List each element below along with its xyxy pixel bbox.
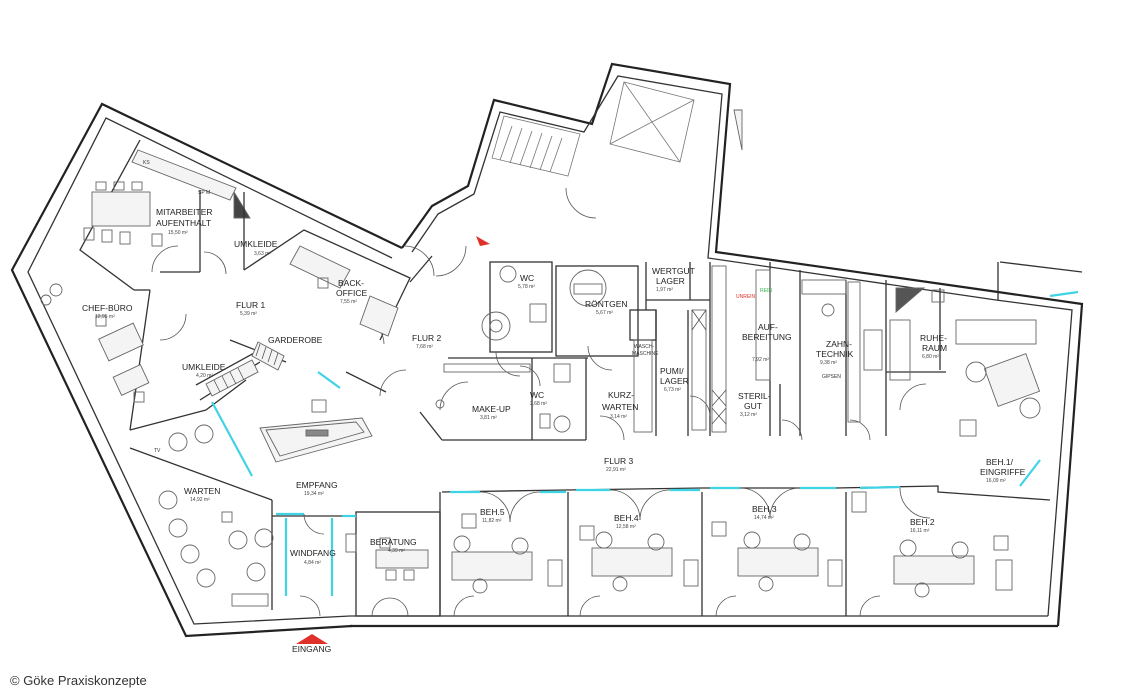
gipsen-label: GIPSEN	[822, 374, 841, 380]
room-kurzwarten-area: 3,14 m²	[610, 414, 627, 420]
dental-chair-beh5	[451, 513, 563, 594]
doors	[151, 187, 931, 617]
room-empfang-label: EMPFANG	[296, 480, 338, 490]
room-wc1-label: WC	[520, 273, 534, 283]
room-backoffice-area: 7,55 m²	[340, 299, 357, 305]
room-beratung-label: BERATUNG	[370, 537, 417, 547]
room-makeup-label: MAKE-UP	[472, 404, 511, 414]
room-chef-area: 12,95 m²	[95, 314, 115, 320]
room-flur2-label: FLUR 2	[412, 333, 442, 343]
room-zahntechnik-label: ZAHN-	[826, 339, 852, 349]
room-aufbereitung-label-2: BEREITUNG	[742, 332, 792, 342]
room-chef-label: CHEF-BÜRO	[82, 303, 133, 313]
ks-label: KS	[143, 160, 150, 166]
room-ruheraum-label-2: RAUM	[922, 343, 947, 353]
room-zahntechnik-label-2: TECHNIK	[816, 349, 854, 359]
room-beh2-label: BEH.2	[910, 517, 935, 527]
room-umkleide-top-area: 3,63 m²	[254, 251, 271, 257]
room-wc1-area: 5,78 m²	[518, 284, 535, 290]
room-wc2-area: 2,68 m²	[530, 401, 547, 407]
room-mitarbeiter-label: MITARBEITER	[156, 207, 213, 217]
room-empfang-area: 19,34 m²	[304, 491, 324, 497]
room-beh1-label: BEH.1/	[986, 457, 1014, 467]
stairwell	[233, 81, 743, 219]
room-warten-label: WARTEN	[184, 486, 220, 496]
room-wertgut-area: 1,97 m²	[656, 287, 673, 293]
room-pumi-area: 6,73 m²	[664, 387, 681, 393]
tv-label: TV	[154, 448, 161, 454]
unrein-label: UNREIN	[736, 294, 756, 300]
room-makeup-area: 3,81 m²	[480, 415, 497, 421]
room-mitarbeiter-area: 15,50 m²	[168, 230, 188, 236]
room-garderobe-label: GARDEROBE	[268, 335, 323, 345]
outer-walls	[10, 62, 1084, 638]
entrance-arrow-icon	[296, 634, 328, 644]
copyright-notice: © Göke Praxiskonzepte	[10, 673, 147, 688]
room-warten-area: 14,92 m²	[190, 497, 210, 503]
north-marker-icon	[476, 236, 490, 246]
room-pumi-label-2: LAGER	[660, 376, 689, 386]
room-flur3-label: FLUR 3	[604, 456, 634, 466]
spm-label: SP M	[198, 190, 210, 196]
room-kurzwarten-label: KURZ-	[608, 390, 634, 400]
room-wertgut-label-2: LAGER	[656, 276, 685, 286]
room-flur2-area: 7,68 m²	[416, 344, 433, 350]
room-umkleide-top-label: UMKLEIDE	[234, 239, 278, 249]
dental-chair-beh4	[579, 525, 699, 592]
room-pumi-label: PUMI/	[660, 366, 684, 376]
room-flur3-area: 22,91 m²	[606, 467, 626, 473]
room-sterilgut-label: STERIL-	[738, 391, 771, 401]
room-sterilgut-label-2: GUT	[744, 401, 762, 411]
room-aufbereitung-label: AUF-	[758, 322, 778, 332]
room-mitarbeiter-label-2: AUFENTHALT	[156, 218, 211, 228]
room-wertgut-label: WERTGUT	[652, 266, 695, 276]
room-umkleide-mid-area: 4,20 m²	[196, 373, 213, 379]
room-roentgen-area: 5,67 m²	[596, 310, 613, 316]
glass-walls	[211, 290, 1079, 596]
room-beh3-label: BEH.3	[752, 504, 777, 514]
room-flur1-label: FLUR 1	[236, 300, 266, 310]
room-backoffice-label-2: OFFICE	[336, 288, 367, 298]
room-beh1-area: 16,09 m²	[986, 478, 1006, 484]
room-backoffice-label: BACK-	[338, 278, 364, 288]
room-aufbereitung-area: 7,92 m²	[752, 357, 769, 363]
dental-chair-beh3	[711, 521, 843, 592]
rein-label: REIN	[760, 288, 772, 294]
furniture	[40, 149, 1041, 607]
waschmaschine-label-2: MASCHINE	[632, 351, 659, 357]
room-windfang-area: 4,84 m²	[304, 560, 321, 566]
dental-chair-beh2	[851, 491, 1013, 598]
room-ruheraum-area: 6,80 m²	[922, 354, 939, 360]
room-windfang-label: WINDFANG	[290, 548, 336, 558]
room-beh4-label: BEH.4	[614, 513, 639, 523]
room-wc2-label: WC	[530, 390, 544, 400]
room-beh1-label-2: EINGRIFFE	[980, 467, 1026, 477]
room-beh2-area: 16,11 m²	[910, 528, 930, 534]
room-beh5-label: BEH.5	[480, 507, 505, 517]
room-roentgen-label: RÖNTGEN	[585, 299, 628, 309]
room-beh4-area: 12,58 m²	[616, 524, 636, 530]
entrance-label: EINGANG	[292, 644, 331, 654]
markers	[296, 236, 490, 644]
room-beh5-area: 11,82 m²	[482, 518, 502, 524]
room-kurzwarten-label-2: WARTEN	[602, 402, 638, 412]
room-sterilgut-area: 3,12 m²	[740, 412, 757, 418]
room-labels: KS SP M MITARBEITER AUFENTHALT 15,50 m² …	[82, 160, 1026, 654]
waschmaschine-label: WASCH-	[634, 344, 654, 350]
room-flur1-area: 5,39 m²	[240, 311, 257, 317]
room-beh3-area: 14,74 m²	[754, 515, 774, 521]
room-zahntechnik-area: 9,38 m²	[820, 360, 837, 366]
room-ruheraum-label: RUHE-	[920, 333, 947, 343]
room-umkleide-mid-label: UMKLEIDE	[182, 362, 226, 372]
room-beratung-area: 4,39 m²	[388, 548, 405, 554]
